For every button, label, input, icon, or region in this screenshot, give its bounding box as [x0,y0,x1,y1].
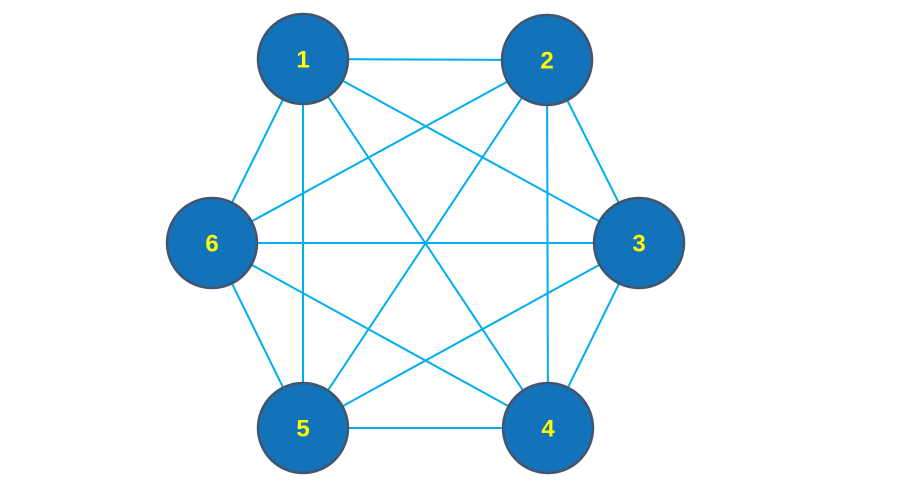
edge-6-2 [211,59,548,244]
node-5: 5 [256,381,350,475]
edge-3-5 [302,242,640,429]
node-6: 6 [165,196,259,290]
node-2: 2 [500,13,594,107]
node-4: 4 [501,381,595,475]
node-circle-4 [501,381,595,475]
node-circle-5 [256,381,350,475]
node-circle-1 [256,12,350,106]
node-circle-2 [500,13,594,107]
node-3: 3 [592,196,686,290]
edge-1-3 [302,58,640,244]
node-circle-6 [165,196,259,290]
node-1: 1 [256,12,350,106]
edge-4-6 [211,242,549,429]
node-circle-3 [592,196,686,290]
